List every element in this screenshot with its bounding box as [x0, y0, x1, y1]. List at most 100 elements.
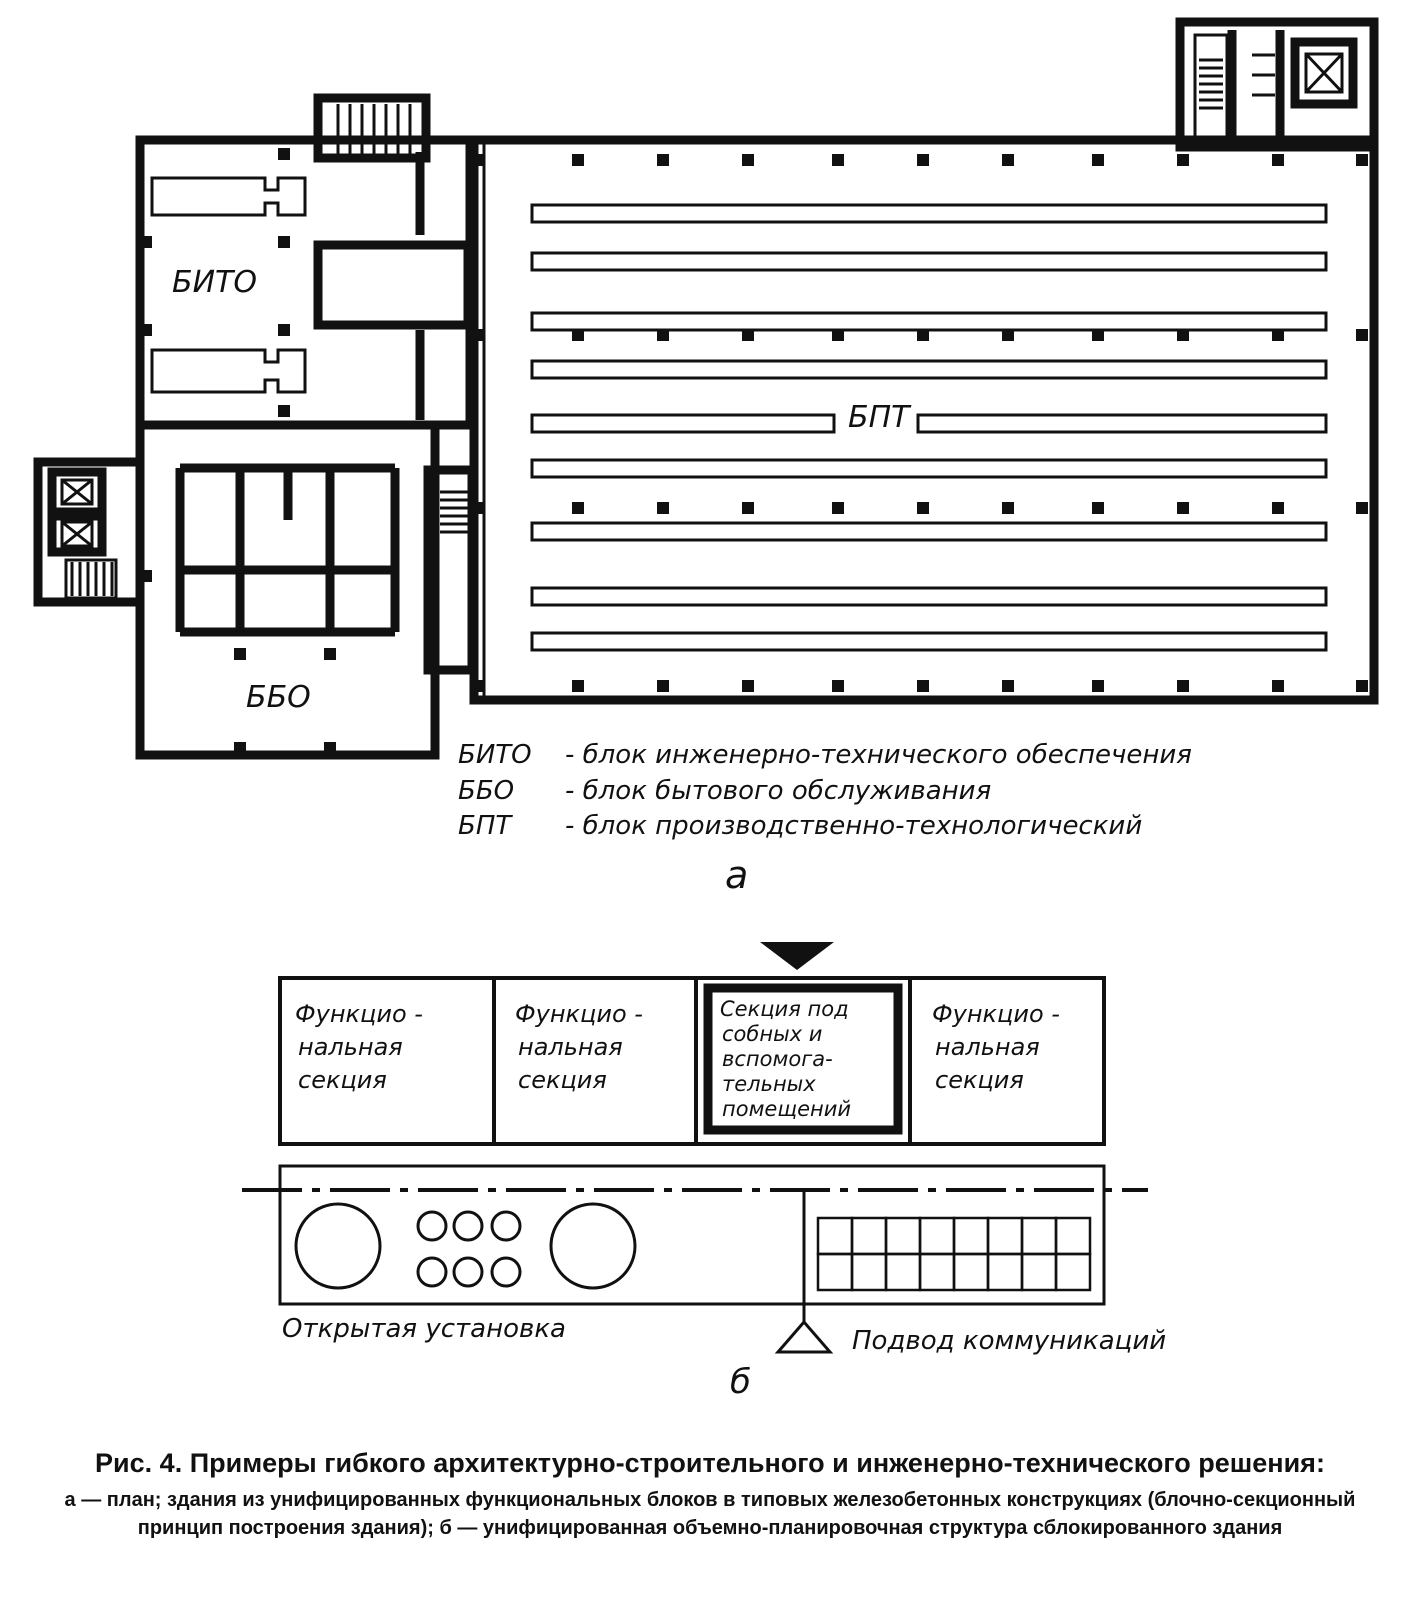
top-right-stairs — [1199, 58, 1223, 110]
figure-drawing: БИТО ББО — [33, 17, 1379, 1402]
section-4-line-2: нальная — [935, 1033, 1040, 1061]
column — [1092, 154, 1104, 166]
column — [1177, 154, 1189, 166]
grid-cell — [986, 1252, 1024, 1292]
bbo-partitions — [175, 463, 400, 637]
bito-equipment — [150, 176, 307, 394]
left-elevators — [47, 467, 107, 557]
open-installation-label: Открытая установка — [282, 1314, 566, 1344]
conveyor-line — [530, 521, 1328, 542]
label-bpt: БПТ — [848, 400, 912, 435]
conveyor-line — [530, 631, 1328, 652]
part-letter-b: б — [730, 1362, 751, 1402]
grid-cell — [1020, 1252, 1058, 1292]
column — [1092, 680, 1104, 692]
auxiliary-section-frame — [703, 983, 903, 1135]
column — [657, 329, 669, 341]
grid-cell — [816, 1216, 854, 1256]
column — [1002, 680, 1014, 692]
utilities-label: Подвод коммуникаций — [852, 1326, 1166, 1356]
column — [1272, 502, 1284, 514]
bito-stair — [313, 93, 431, 163]
caption-title: Рис. 4. Примеры гибкого архитектурно-стр… — [95, 1448, 1325, 1478]
section-1-line-3: секция — [298, 1066, 387, 1094]
grid-cell — [1020, 1216, 1058, 1256]
column — [1177, 502, 1189, 514]
legend-text-3: - блок производственно-технологический — [565, 811, 1142, 841]
section-3-line-2: собных и — [722, 1022, 822, 1046]
column — [572, 680, 584, 692]
legend-text-2: - блок бытового обслуживания — [565, 776, 991, 806]
column — [832, 154, 844, 166]
floor-plan: БИТО ББО — [33, 17, 1379, 760]
column — [572, 329, 584, 341]
column — [657, 680, 669, 692]
conveyor-line — [530, 586, 1328, 607]
column — [1177, 329, 1189, 341]
entrance-arrow — [760, 942, 834, 970]
figure-caption: Рис. 4. Примеры гибкого архитектурно-стр… — [20, 1448, 1400, 1542]
column — [832, 680, 844, 692]
column — [1356, 329, 1368, 341]
label-bbo: ББО — [246, 680, 311, 715]
column — [657, 154, 669, 166]
conveyor-line — [530, 359, 1328, 380]
column — [472, 502, 484, 514]
hall-columns — [472, 154, 1368, 692]
column — [917, 329, 929, 341]
section-2-label: Функцио - нальная секция — [515, 1000, 643, 1094]
equipment-grid — [816, 1216, 1092, 1292]
grid-cell — [986, 1216, 1024, 1256]
column — [1356, 502, 1368, 514]
plan-legend: БИТО - блок инженерно-технического обесп… — [458, 740, 1192, 841]
grid-cell — [952, 1216, 990, 1256]
hall-conveyor-lines — [530, 203, 1328, 652]
column — [472, 680, 484, 692]
column — [572, 502, 584, 514]
section-3-line-4: тельных — [722, 1072, 816, 1096]
column — [742, 154, 754, 166]
label-bito: БИТО — [172, 265, 257, 300]
section-3-line-5: помещений — [722, 1097, 851, 1121]
grid-cell — [918, 1252, 956, 1292]
column — [832, 329, 844, 341]
legend-abbr-2: ББО — [458, 776, 514, 806]
open-installation — [294, 1202, 637, 1290]
part-letter-a: а — [725, 853, 748, 897]
legend-text-1: - блок инженерно-технического обеспечени… — [565, 740, 1192, 770]
left-stairs — [64, 558, 118, 600]
lower-strip — [278, 1164, 1106, 1306]
column — [1272, 329, 1284, 341]
grid-cell — [1054, 1252, 1092, 1292]
column — [472, 329, 484, 341]
left-annex — [33, 457, 145, 607]
top-right-tower — [1175, 17, 1379, 152]
column — [1002, 154, 1014, 166]
column — [1272, 680, 1284, 692]
section-3-label: Секция под собных и вспомога- тельных по… — [720, 997, 851, 1121]
grid-cell — [884, 1216, 922, 1256]
column — [1092, 502, 1104, 514]
grid-cell — [1054, 1216, 1092, 1256]
column — [832, 502, 844, 514]
section-3-line-3: вспомога- — [722, 1047, 833, 1071]
section-2-line-2: нальная — [518, 1033, 623, 1061]
column — [1002, 329, 1014, 341]
section-4-line-3: секция — [935, 1066, 1024, 1094]
conveyor-line — [530, 203, 1328, 224]
column — [572, 154, 584, 166]
caption-description: а — план; здания из унифицированных функ… — [64, 1489, 1356, 1539]
column — [1272, 154, 1284, 166]
section-1-label: Функцио - нальная секция — [295, 1000, 423, 1094]
conveyor-line — [916, 413, 1328, 434]
utility-triangle — [774, 1319, 834, 1354]
column — [917, 680, 929, 692]
sections-strip — [278, 976, 1106, 1146]
column — [742, 502, 754, 514]
block-scheme: Функцио - нальная секция Функцио - нальн… — [242, 942, 1166, 1402]
column — [1002, 502, 1014, 514]
bpt-hall — [469, 135, 1379, 705]
top-right-elevator — [1290, 37, 1358, 109]
section-3-line-1: Секция под — [720, 997, 849, 1021]
